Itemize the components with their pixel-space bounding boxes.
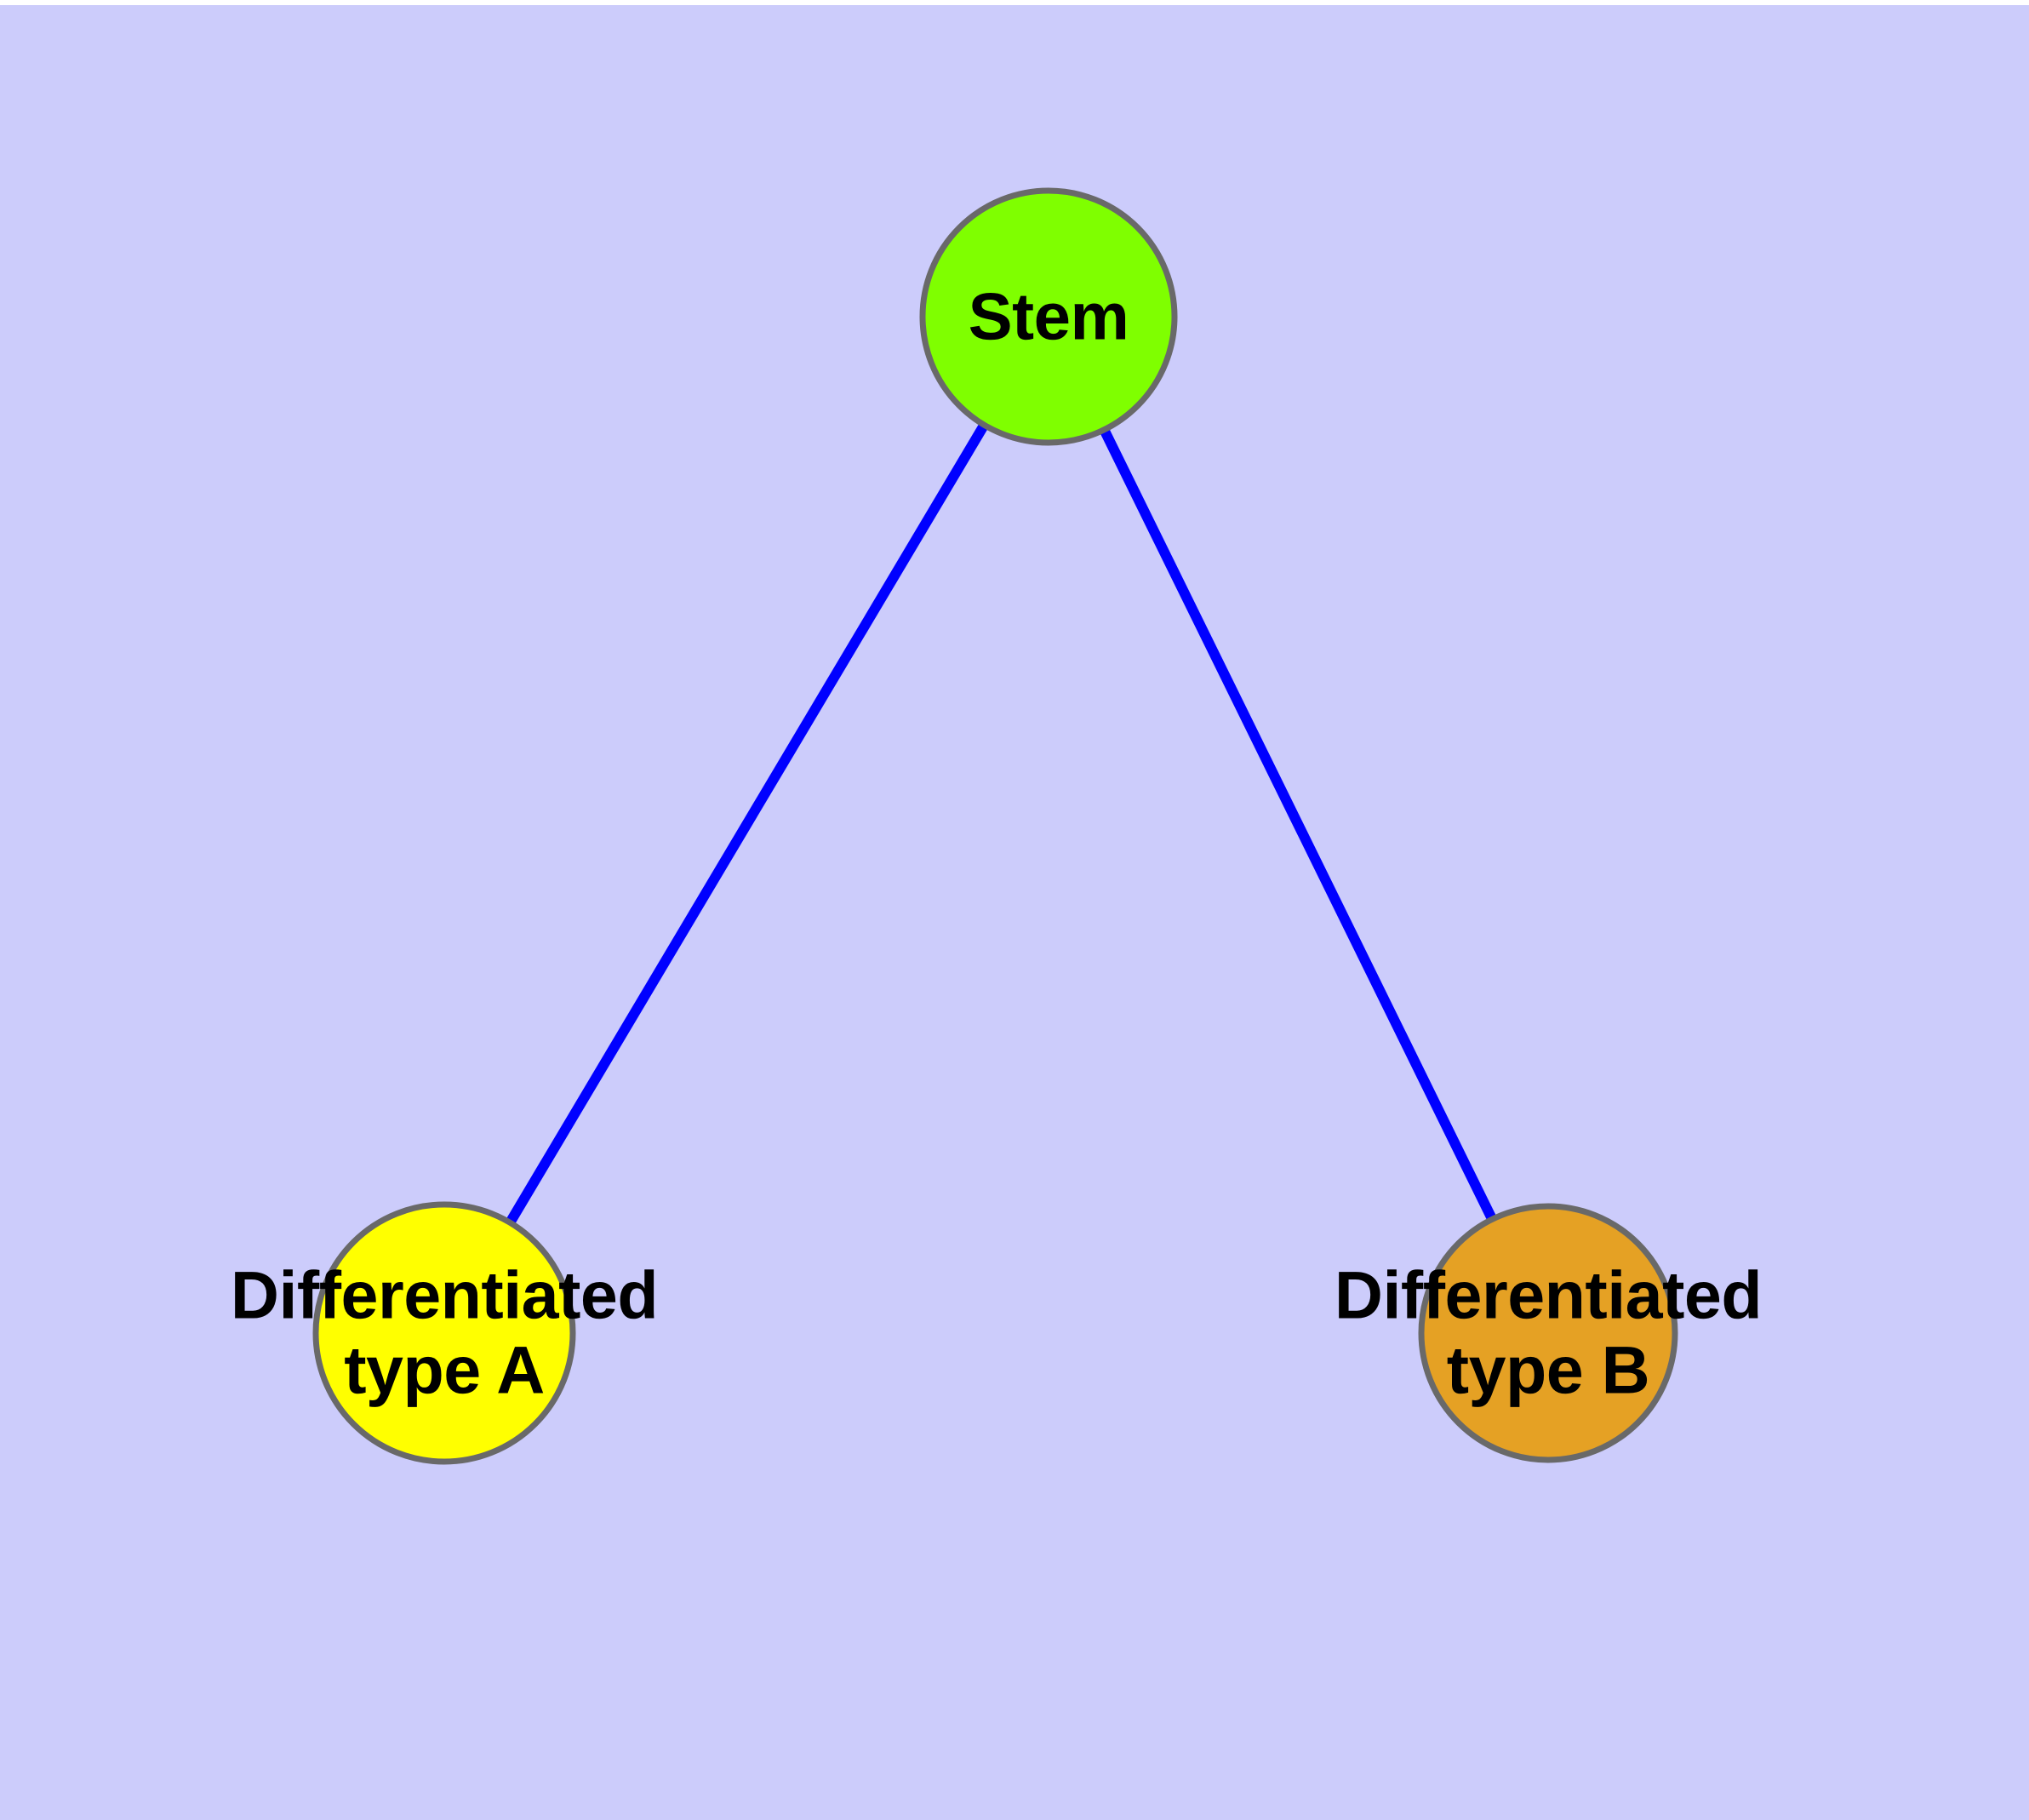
graph-svg xyxy=(312,187,1678,1465)
graph-node-diff_a[interactable] xyxy=(312,1201,576,1465)
graph-edge[interactable] xyxy=(1043,314,1553,1336)
nodes-group xyxy=(312,187,1678,1465)
edges-group xyxy=(439,313,1553,1336)
graph-node-diff_b[interactable] xyxy=(1418,1203,1678,1463)
graph-edge[interactable] xyxy=(439,313,1054,1336)
graph-node-stem[interactable] xyxy=(919,187,1178,446)
